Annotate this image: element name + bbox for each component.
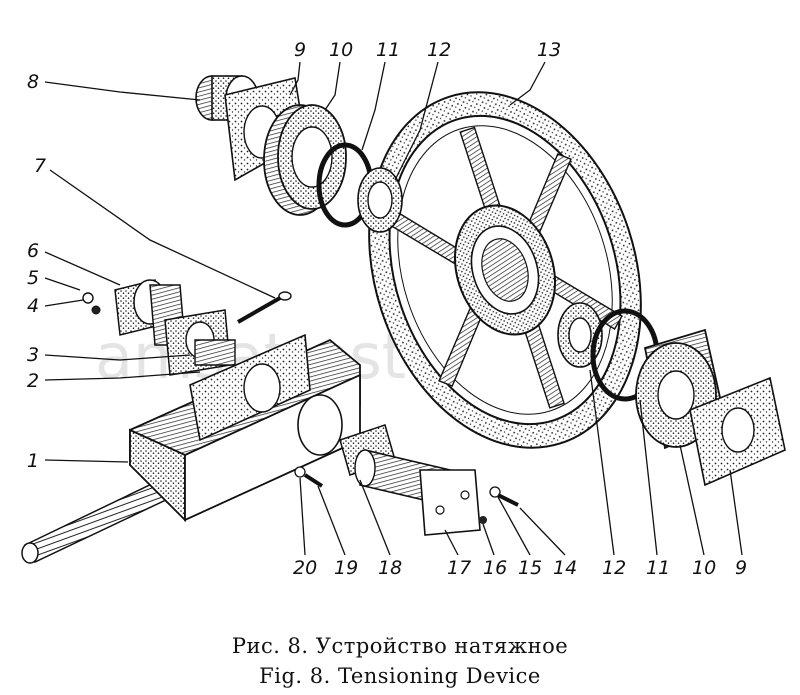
label-part-17: 17 [447,557,471,579]
axle-assembly [294,424,519,536]
label-part-16: 16 [483,557,507,579]
label-part-15: 15 [518,557,542,579]
label-part-9-bottom: 9 [735,557,747,579]
label-part-3: 3 [27,344,39,366]
label-part-11-top: 11 [376,39,400,61]
label-part-8: 8 [27,71,39,93]
leader-lines [44,61,743,556]
idler-wheel [368,91,642,449]
label-part-18: 18 [378,557,402,579]
figure-caption-ru: Рис. 8. Устройство натяжное [231,634,569,658]
label-part-12-bottom: 12 [602,557,626,579]
adjuster-parts [82,279,292,376]
label-part-20: 20 [293,557,317,579]
label-part-13: 13 [537,39,561,61]
label-part-4: 4 [27,295,39,317]
label-part-1: 1 [27,450,39,472]
right-bearing-assembly [557,302,786,487]
label-part-7: 7 [34,155,46,177]
label-part-6: 6 [27,240,39,262]
tension-bracket [21,333,361,564]
label-part-9-top: 9 [294,39,306,61]
label-part-2: 2 [27,370,39,392]
left-bearing-assembly [195,75,403,233]
label-part-12-top: 12 [427,39,451,61]
figure-caption-en: Fig. 8. Tensioning Device [259,664,541,688]
label-part-19: 19 [334,557,358,579]
label-part-11-bottom: 11 [646,557,670,579]
label-part-10-bottom: 10 [692,557,716,579]
label-part-10-top: 10 [329,39,353,61]
label-part-5: 5 [27,267,39,289]
part-labels: 8 9 10 11 12 13 7 6 5 4 3 2 1 20 19 18 1… [27,39,747,579]
label-part-14: 14 [553,557,577,579]
tensioning-device-drawing: amsat-ostd.ru [21,39,786,579]
